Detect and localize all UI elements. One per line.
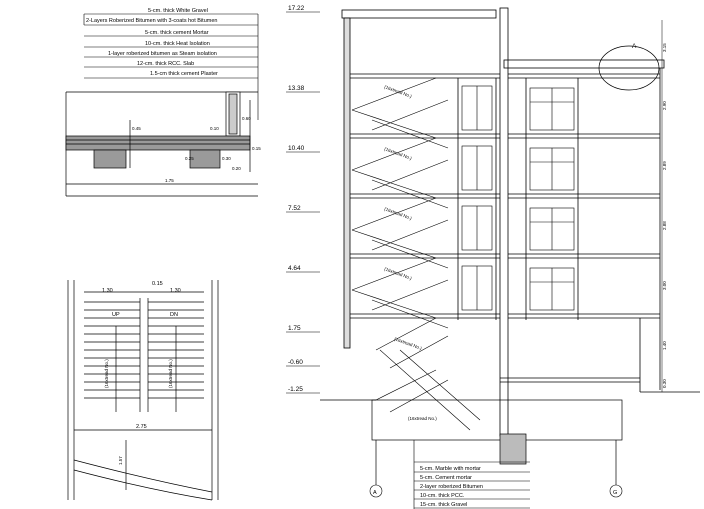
level-markers [286,11,320,394]
dim-0-10: 0.10 [210,126,219,131]
level-4-64: 4.64 [288,265,301,272]
dim-0-20: 0.20 [232,166,241,171]
level-13-38: 13.38 [288,85,305,92]
dim-2-88: 2.88 [662,221,667,230]
stair-tread-note-right: (16xtread No.) [168,359,173,388]
dim-0-15: 0.15 [252,146,261,151]
roof-layer-1: 5-cm. thick White Gravel [148,8,208,14]
roof-layer-notes: 5-cm. thick White Gravel 2-Layers Roberi… [83,8,259,120]
dim-3-00: 3.00 [662,281,667,290]
level-minus-1-25: -1.25 [288,386,303,393]
dim-2-90: 2.90 [662,101,667,110]
stair-gap: 0.15 [152,281,163,287]
stair-treads-left [84,301,140,399]
roof-layer-6: 12-cm. thick RCC. Slab [137,61,194,67]
stair-section-notes: (16xtread No.) (16xtread No.) (16xtread … [384,84,438,421]
stair-tread-note-left: (16xtread No.) [104,359,109,388]
floor-layer-5: 15-cm. thick Gravel [420,502,467,508]
floor-layer-notes: 5-cm. Marble with mortar 5-cm. Cement mo… [413,440,530,509]
roof-layer-5: 1-layer roberized bitumen as Steam isola… [108,51,217,57]
roof-layer-3: 5-cm. thick cement Mortar [145,30,209,36]
tread-note-5: (16xtread No.) [394,336,423,351]
floor-layer-2: 5-cm. Cement mortar [420,475,472,481]
dim-0-25: 0.25 [185,156,194,161]
grid-axes: A G [369,484,623,498]
parapet-dims: 0.45 0.60 0.25 0.30 1.75 0.15 0.20 0.10 [132,116,261,183]
section-dims: 3.15 2.90 2.89 2.88 3.00 1.40 0.30 [661,20,667,392]
stair-plan-labels: 1.30 0.15 1.30 UP DN (16xtread No.) (16x… [102,281,181,465]
axis-g: G [613,490,617,496]
stair-width-right: 1.30 [170,288,181,294]
building-section [341,7,665,437]
floor-layer-3: 2-layer roberized Bitumen [420,484,483,490]
roof-layer-7: 1.5-cm thick cement Plaster [150,71,218,77]
ground-foundation [320,391,700,490]
floor-layer-4: 10-cm. thick PCC. [420,493,465,499]
parapet-detail [65,91,258,197]
stair-width-left: 1.30 [102,288,113,294]
staircase-section [351,77,481,431]
stair-up-label: UP [112,312,120,318]
stair-down-label: DN [170,312,178,318]
roof-layer-4: 10-cm. thick Heat Isolation [145,41,210,47]
dim-2-89: 2.89 [662,161,667,170]
roof-layer-2: 2-Layers Roberized Bitumen with 3-coats … [86,18,217,24]
dim-0-45: 0.45 [132,126,141,131]
callout-a-label: A [632,43,637,50]
axis-a: A [373,490,377,496]
level-minus-0-60: -0.60 [288,359,303,366]
stair-total-width: 2.75 [136,424,147,430]
stair-landing-depth: 1.57 [118,456,123,465]
dim-1-40: 1.40 [662,341,667,350]
windows-right [529,87,575,311]
level-7-52: 7.52 [288,205,301,212]
level-17-22: 17.22 [288,5,305,12]
doors-left [461,85,493,311]
callout-a: A [598,43,660,91]
dim-3-15: 3.15 [662,43,667,52]
level-labels: 17.22 13.38 10.40 7.52 4.64 1.75 -0.60 -… [288,5,305,393]
tread-note-1: (16xtread No.) [384,84,413,99]
dim-0-30: 0.30 [662,379,667,388]
tread-note-6: (16xtread No.) [408,416,437,421]
dim-1-75: 1.75 [165,178,174,183]
dim-0-60: 0.60 [242,116,251,121]
dim-0-30: 0.30 [222,156,231,161]
floor-layer-1: 5-cm. Marble with mortar [420,466,481,472]
level-1-75: 1.75 [288,325,301,332]
stair-plan [67,280,219,501]
level-10-40: 10.40 [288,145,305,152]
